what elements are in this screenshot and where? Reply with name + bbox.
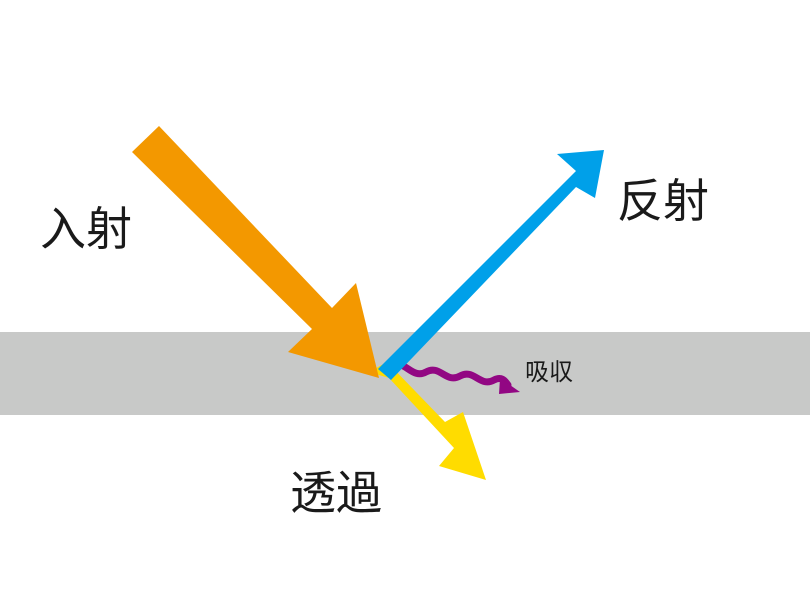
reflection-label: 反射	[617, 174, 709, 228]
transmission-arrow	[369, 362, 486, 480]
absorption-label: 吸収	[525, 358, 573, 386]
absorption-wave	[388, 360, 512, 389]
reflection-arrow	[378, 150, 604, 380]
incident-label: 入射	[40, 202, 132, 256]
incident-arrow	[132, 126, 379, 378]
absorption-arrowhead	[499, 378, 520, 394]
transmission-label: 透過	[290, 466, 382, 520]
